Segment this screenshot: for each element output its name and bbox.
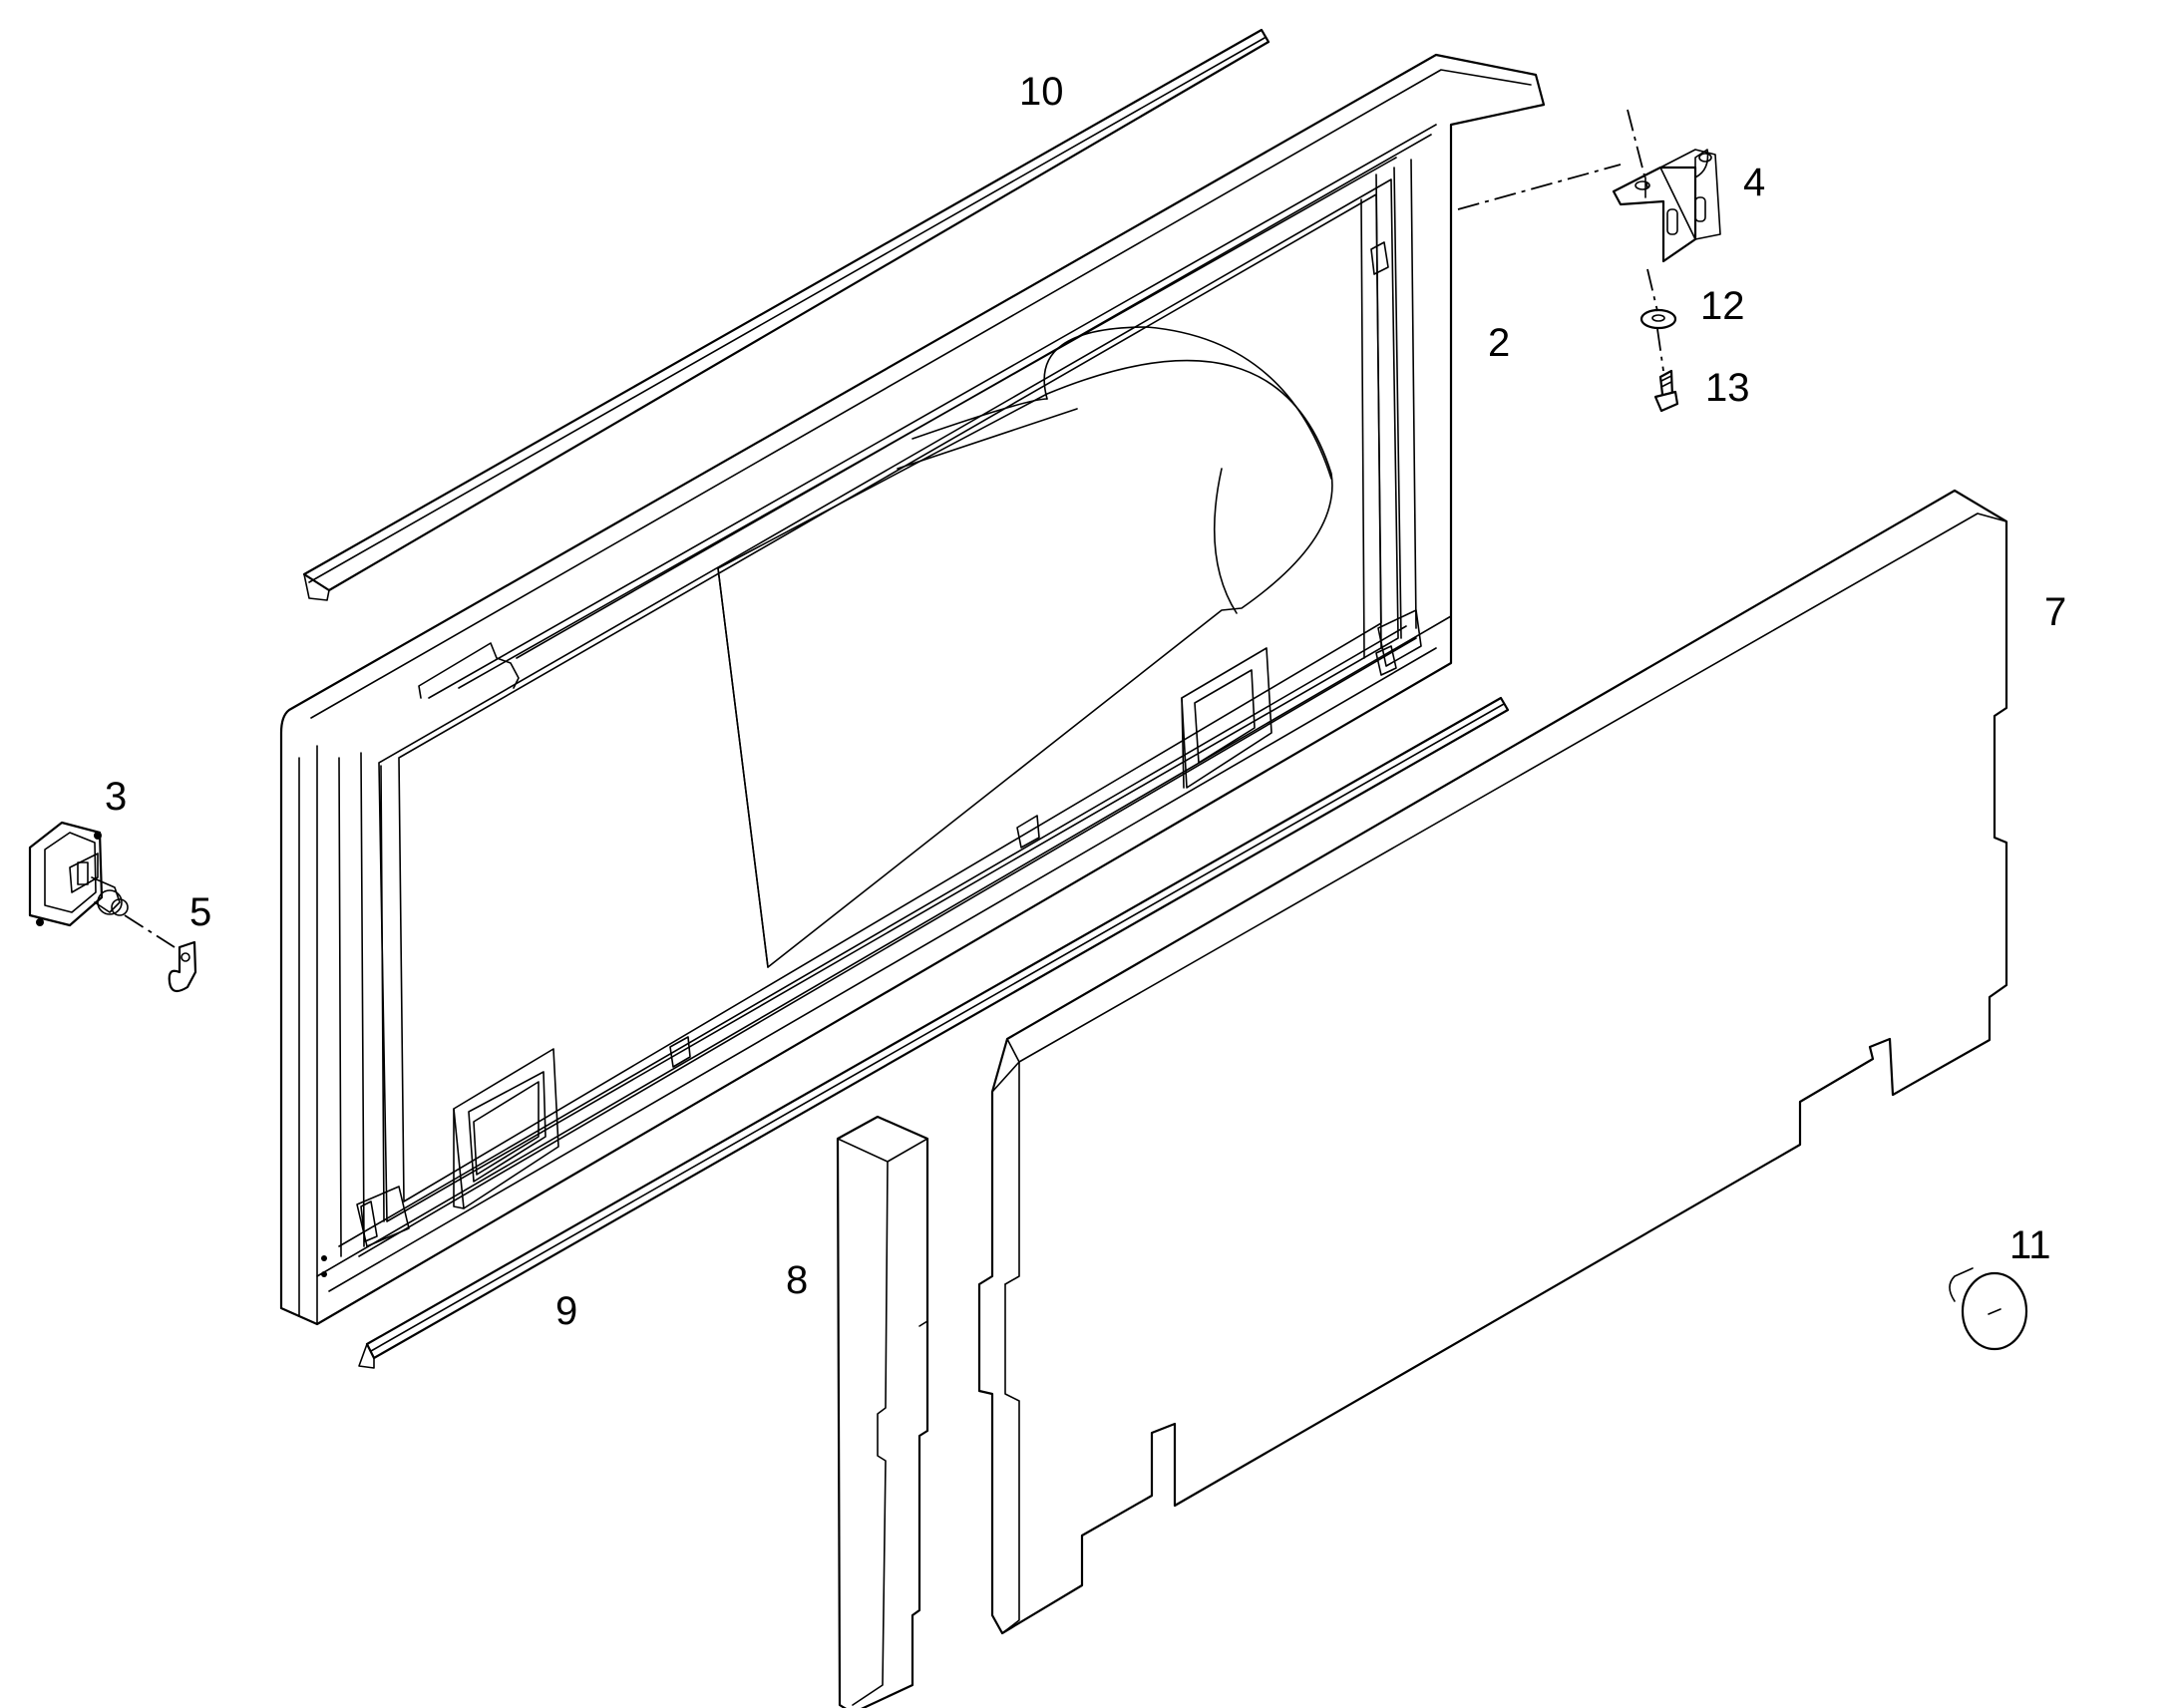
callout-5: 5 bbox=[189, 890, 211, 934]
plug-part-11[interactable] bbox=[1949, 1267, 2028, 1351]
lock-assembly-part-3[interactable] bbox=[28, 821, 176, 948]
callout-11: 11 bbox=[2009, 1223, 2051, 1267]
washer-part-12[interactable] bbox=[1639, 308, 1677, 330]
callout-10: 10 bbox=[1019, 70, 1064, 114]
latch-cam-part-5[interactable] bbox=[168, 940, 197, 993]
foam-block-part-8[interactable] bbox=[836, 1115, 929, 1708]
lower-seal-strip-part-9[interactable] bbox=[358, 696, 1510, 1369]
callout-3: 3 bbox=[105, 775, 127, 819]
callout-labels: 10 2 4 12 13 7 3 5 9 8 11 bbox=[105, 70, 2066, 1333]
callout-13: 13 bbox=[1705, 366, 1750, 410]
callout-7: 7 bbox=[2044, 590, 2066, 634]
callout-12: 12 bbox=[1700, 284, 1745, 328]
callout-8: 8 bbox=[786, 1258, 808, 1302]
window-frame-part-2[interactable] bbox=[279, 53, 1546, 1326]
screw-part-13[interactable] bbox=[1653, 369, 1679, 413]
large-panel-part-7[interactable] bbox=[977, 489, 2008, 1635]
callout-9: 9 bbox=[555, 1289, 577, 1333]
leader-lines bbox=[1457, 109, 1664, 372]
hinge-part-4[interactable] bbox=[1612, 149, 1721, 263]
callout-2: 2 bbox=[1488, 321, 1510, 365]
callout-4: 4 bbox=[1743, 161, 1765, 204]
upper-seal-strip-part-10[interactable] bbox=[302, 28, 1271, 601]
